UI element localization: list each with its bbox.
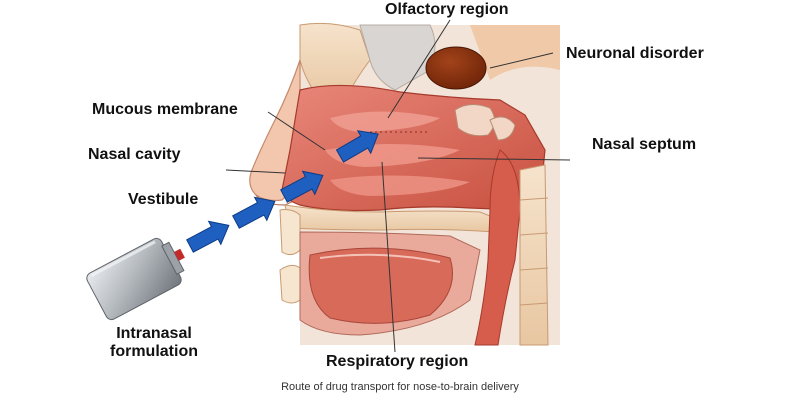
neuronal-disorder-marker — [425, 46, 487, 90]
nasal-cavity-tissue — [281, 84, 546, 212]
label-olfactory-region: Olfactory region — [385, 1, 509, 18]
leader-lines — [225, 19, 571, 353]
label-nasal-cavity: Nasal cavity — [88, 146, 181, 163]
label-intranasal-formulation-line1: Intranasal — [116, 325, 192, 342]
label-vestibule: Vestibule — [128, 191, 199, 208]
pharynx-and-spine — [474, 149, 549, 346]
label-intranasal-formulation-line2: formulation — [110, 343, 198, 360]
spray-canister-icon — [86, 237, 185, 321]
figure-caption: Route of drug transport for nose-to-brai… — [281, 381, 519, 393]
label-intranasal-formulation: Intranasal formulation — [96, 325, 212, 361]
flow-arrow-icon — [186, 130, 379, 253]
nasal-anatomy-illustration — [86, 19, 571, 353]
label-respiratory-region: Respiratory region — [326, 353, 469, 370]
label-nasal-septum: Nasal septum — [592, 136, 697, 153]
label-mucous-membrane: Mucous membrane — [92, 101, 238, 118]
label-neuronal-disorder: Neuronal disorder — [566, 45, 704, 62]
